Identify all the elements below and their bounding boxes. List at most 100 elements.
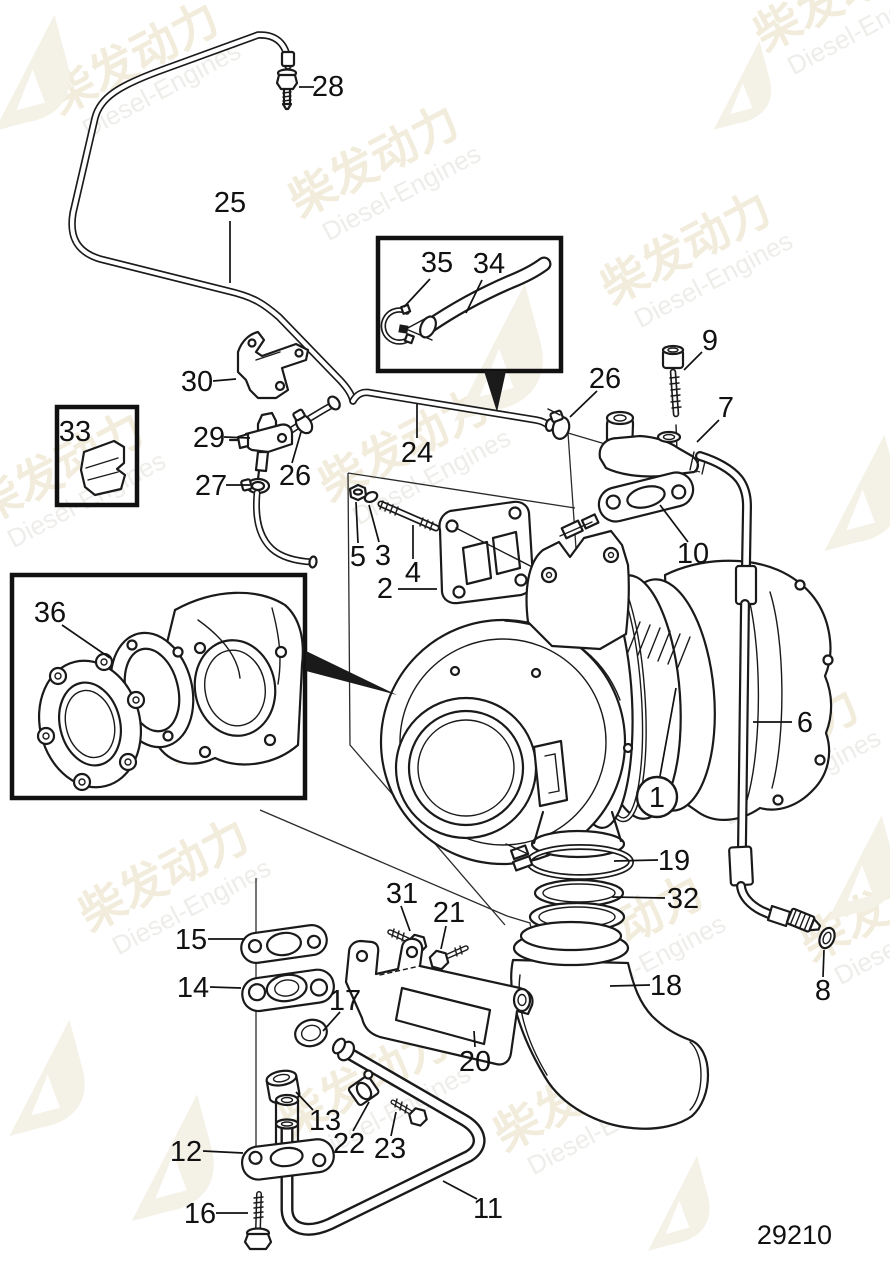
- turbine-heat-shield-fins: [627, 621, 691, 668]
- callout-2: 2: [377, 573, 437, 605]
- callout-22: 22: [333, 1101, 370, 1160]
- callout-number: 6: [797, 707, 813, 739]
- callout-27: 27: [195, 470, 250, 502]
- callout-number: 25: [214, 187, 246, 219]
- callout-number: 36: [34, 597, 66, 629]
- callout-number: 34: [473, 248, 505, 280]
- callout-35: 35: [403, 247, 453, 308]
- callout-26-left: 26: [279, 431, 311, 492]
- callout-number: 29: [193, 422, 225, 454]
- callout-number: 10: [677, 538, 709, 570]
- callout-31: 31: [386, 878, 418, 932]
- callout-number: 32: [667, 883, 699, 915]
- callout-19: 19: [613, 845, 690, 877]
- part-27-clamp-drawing: [240, 469, 318, 569]
- part-8-seal-washer-drawing: [818, 926, 836, 950]
- part-26-hose-clamp-left-drawing: [286, 395, 341, 435]
- part-35-clamp-drawing: [380, 303, 415, 345]
- callout-7: 7: [696, 392, 734, 443]
- part-36-flange-kit-drawing: [36, 591, 304, 792]
- drawing-number: 29210: [757, 1220, 832, 1250]
- callout-20: 20: [459, 1030, 491, 1078]
- part-25-pipe-drawing: [68, 31, 357, 405]
- callout-number: 4: [405, 557, 421, 589]
- callout-number: 3: [375, 540, 391, 572]
- callout-17: 17: [322, 985, 361, 1032]
- callout-number: 16: [184, 1198, 216, 1230]
- callout-number: 2: [377, 573, 393, 605]
- turbine-inlet-flange: [525, 529, 630, 651]
- part-19-vband-clamp-drawing: [505, 843, 634, 880]
- callout-number: 1: [649, 782, 665, 814]
- part-28-nipple-drawing: [275, 68, 299, 111]
- callout-15: 15: [175, 924, 245, 956]
- callout-number: 35: [421, 247, 453, 279]
- part-15-gasket-drawing: [240, 924, 328, 964]
- diesel-engines-logo-watermark: [0, 1019, 95, 1137]
- callout-26-right: 26: [569, 363, 621, 418]
- part-3-washer-drawing: [363, 490, 379, 504]
- part-29-valve-drawing: [228, 411, 294, 473]
- part-7-oil-pipe-fitting-drawing: [598, 410, 707, 478]
- callout-3: 3: [368, 504, 391, 572]
- callout-number: 30: [181, 366, 213, 398]
- part-9-bolt-drawing: [661, 344, 685, 503]
- callout-number: 9: [702, 325, 718, 357]
- callout-28: 28: [299, 71, 344, 103]
- part-10-gasket-drawing: [597, 471, 695, 523]
- callout-number: 14: [177, 972, 209, 1004]
- inset-box-34-35: [375, 235, 564, 412]
- callout-number: 13: [309, 1105, 341, 1137]
- callout-number: 22: [333, 1128, 365, 1160]
- part-4-stud-drawing: [377, 500, 440, 532]
- callout-number: 15: [175, 924, 207, 956]
- callout-24: 24: [401, 404, 433, 469]
- diesel-engines-logo-watermark: [804, 815, 890, 922]
- callout-18: 18: [609, 970, 682, 1002]
- callout-number: 26: [589, 363, 621, 395]
- callout-10: 10: [659, 504, 709, 570]
- part-18-elbow-pipe-drawing: [510, 920, 710, 1130]
- part-26-hose-clamp-right-drawing: [547, 408, 571, 440]
- callout-23: 23: [374, 1111, 406, 1165]
- part-33-clip-drawing: [79, 439, 127, 497]
- callout-number: 8: [815, 975, 831, 1007]
- part-20-bracket-drawing: [344, 937, 534, 1066]
- part-34-hose-drawing: [398, 256, 552, 341]
- callout-33: 33: [59, 416, 91, 448]
- callout-6: 6: [753, 707, 813, 739]
- callout-number: 31: [386, 878, 418, 910]
- callout-number: 17: [329, 985, 361, 1017]
- callout-29: 29: [193, 422, 251, 454]
- callout-32: 32: [611, 883, 699, 915]
- callout-number: 5: [350, 541, 366, 573]
- part-23-bolt-drawing: [390, 1098, 428, 1127]
- callout-number: 26: [279, 460, 311, 492]
- callout-21: 21: [433, 897, 465, 950]
- part-16-bolt-drawing: [243, 1191, 273, 1251]
- callout-number: 11: [473, 1193, 503, 1225]
- inset-box-36: [9, 572, 397, 801]
- callout-number: 7: [718, 392, 734, 424]
- callout-11: 11: [442, 1180, 503, 1225]
- diesel-engines-logo-watermark: [799, 434, 890, 552]
- callout-number: 12: [170, 1136, 202, 1168]
- callout-number: 21: [433, 897, 465, 929]
- callout-number: 33: [59, 416, 91, 448]
- callout-36: 36: [34, 597, 111, 659]
- callout-5: 5: [350, 501, 366, 573]
- part-30-bracket-drawing: [236, 330, 310, 400]
- callout-4: 4: [405, 525, 421, 589]
- inset-pointer: [484, 371, 506, 412]
- part-5-nut-drawing: [348, 483, 368, 502]
- part-21-bolt-drawing: [428, 945, 469, 971]
- callout-number: 19: [658, 845, 690, 877]
- callout-number: 27: [195, 470, 227, 502]
- callout-25: 25: [214, 187, 246, 283]
- callout-8: 8: [815, 949, 831, 1007]
- callout-12: 12: [170, 1136, 244, 1168]
- part-22-clamp-drawing: [347, 1069, 380, 1106]
- callout-labels: 28 25 35 34 30 29 27 26 26 24 33 9 7 10 …: [34, 71, 831, 1230]
- callout-number: 28: [312, 71, 344, 103]
